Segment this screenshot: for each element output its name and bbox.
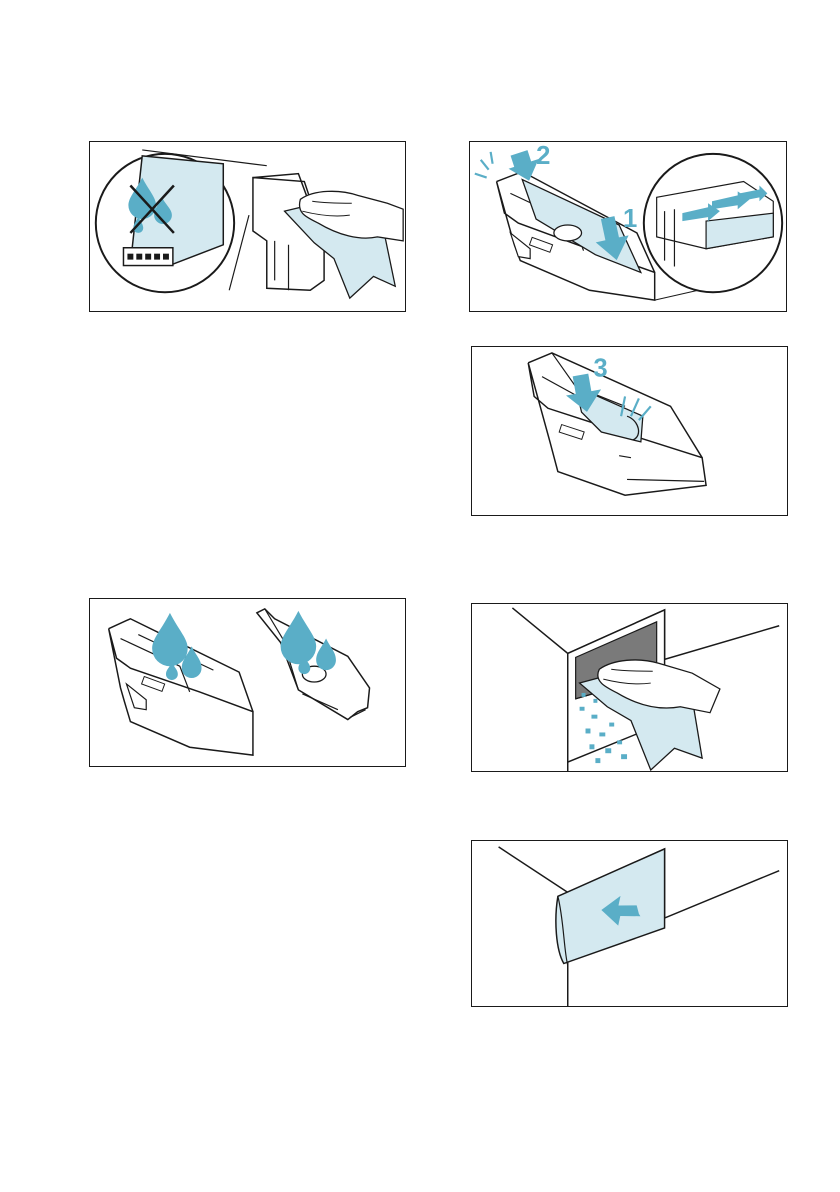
figure-remove-insert: 2 1 xyxy=(469,141,787,312)
step-label-2: 2 xyxy=(536,142,550,170)
step-label-3: 3 xyxy=(593,355,607,383)
step-label-1: 1 xyxy=(623,205,637,233)
push-drawer-illustration xyxy=(472,841,787,1006)
press-lines-icon xyxy=(475,152,493,178)
figure-wipe-recess xyxy=(471,603,788,772)
figure-push-drawer xyxy=(471,840,788,1007)
wipe-housing-illustration xyxy=(90,142,405,311)
figure-wipe-housing xyxy=(89,141,406,312)
water-drop-icon xyxy=(152,613,201,680)
wipe-recess-illustration xyxy=(472,604,787,771)
remove-insert-illustration: 2 1 xyxy=(470,142,786,311)
figure-press-insert: 3 xyxy=(471,346,788,516)
rinse-drawer-illustration xyxy=(90,599,405,766)
press-insert-illustration: 3 xyxy=(472,347,787,515)
figure-rinse-drawer xyxy=(89,598,406,767)
